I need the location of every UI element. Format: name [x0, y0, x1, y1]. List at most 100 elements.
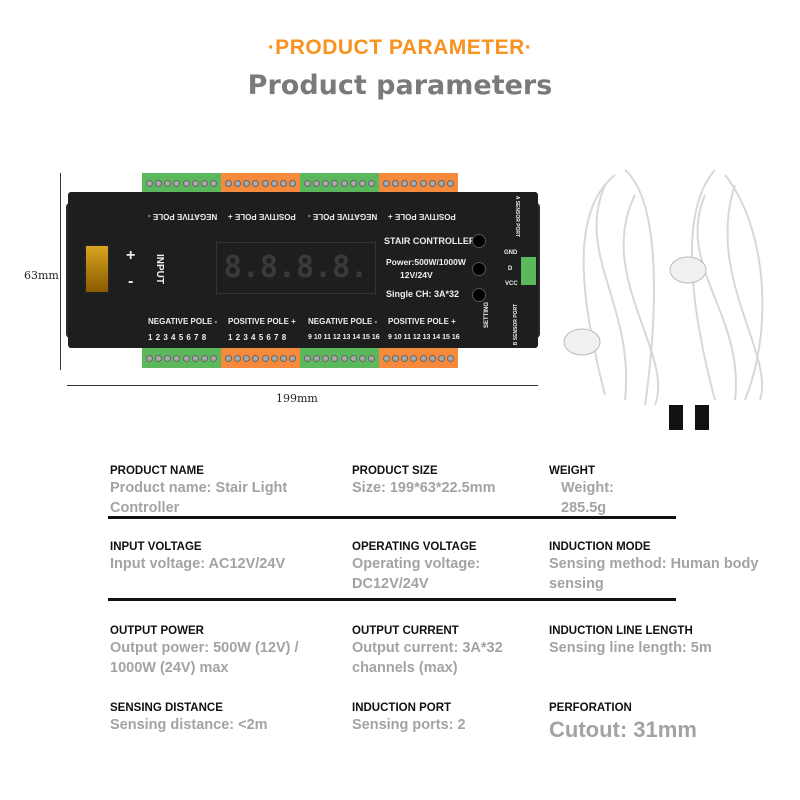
- spec-heading: OPERATING VOLTAGE: [352, 541, 477, 553]
- screw-terminal: [209, 354, 217, 362]
- spec-heading: WEIGHT: [549, 465, 595, 477]
- screw-terminal: [209, 179, 217, 187]
- spec-heading: INDUCTION LINE LENGTH: [549, 625, 693, 637]
- screw-terminal: [225, 179, 233, 187]
- vcc-label: VCC: [505, 281, 518, 287]
- bottom-terminal-strip: [142, 348, 458, 368]
- spec-item: PRODUCT SIZE Size: 199*63*22.5mm: [352, 464, 542, 498]
- button-2[interactable]: [472, 262, 486, 276]
- screw-terminal: [234, 354, 242, 362]
- terminal-block: [379, 173, 458, 193]
- screw-terminal: [383, 354, 391, 362]
- screw-terminal: [313, 354, 321, 362]
- terminal-block: [300, 173, 379, 193]
- screw-terminal: [146, 179, 154, 187]
- screw-terminal: [252, 354, 260, 362]
- screw-terminal: [313, 179, 321, 187]
- screw-terminal: [191, 354, 199, 362]
- spec-heading: PRODUCT SIZE: [352, 465, 438, 477]
- spec-value: Input voltage: AC12V/24V: [110, 556, 286, 572]
- top-terminal-strip: [142, 173, 458, 193]
- sensor-terminal: [521, 257, 536, 285]
- spec-heading: PERFORATION: [549, 702, 632, 714]
- screw-terminal: [410, 354, 418, 362]
- d-label: D: [508, 266, 513, 272]
- screw-terminal: [243, 354, 251, 362]
- spec-value: Operating voltage: DC12V/24V: [352, 556, 481, 592]
- voltage-label: 12V/24V: [400, 270, 433, 280]
- screw-terminal: [288, 354, 296, 362]
- terminal-block: [221, 348, 300, 368]
- screw-terminal: [446, 179, 454, 187]
- connector-1: [669, 405, 683, 430]
- bottom-negative-label: NEGATIVE POLE -: [148, 317, 218, 326]
- screw-terminal: [164, 179, 172, 187]
- screw-terminal: [367, 354, 375, 362]
- screw-terminal: [261, 179, 269, 187]
- button-3[interactable]: [472, 288, 486, 302]
- input-label: INPUT: [154, 254, 165, 284]
- screw-terminal: [331, 179, 339, 187]
- divider-2: [108, 598, 676, 601]
- section-title: ·PRODUCT PARAMETER·: [267, 36, 533, 59]
- controller-body: + - INPUT NEGATIVE POLE - POSITIVE POLE …: [68, 192, 538, 348]
- screw-terminal: [383, 179, 391, 187]
- screw-terminal: [155, 179, 163, 187]
- bottom-numbers-3: 9 10 11 12 13 14 15 16: [308, 334, 380, 341]
- display-digits: 8.8.8.8.: [223, 250, 369, 285]
- screw-terminal: [200, 354, 208, 362]
- bottom-positive-label: POSITIVE POLE +: [228, 317, 296, 326]
- button-1[interactable]: [472, 234, 486, 248]
- top-negative-label: NEGATIVE POLE -: [148, 212, 218, 221]
- spec-value: Size: 199*63*22.5mm: [352, 480, 496, 496]
- screw-terminal: [252, 179, 260, 187]
- screw-terminal: [349, 354, 357, 362]
- screw-terminal: [401, 179, 409, 187]
- screw-terminal: [428, 179, 436, 187]
- screw-terminal: [401, 354, 409, 362]
- terminal-block: [221, 173, 300, 193]
- screw-terminal: [446, 354, 454, 362]
- height-label: 63mm: [24, 269, 59, 282]
- terminal-block: [142, 173, 221, 193]
- spec-heading: INDUCTION PORT: [352, 702, 452, 714]
- screw-terminal: [270, 179, 278, 187]
- screw-terminal: [410, 179, 418, 187]
- screw-terminal: [358, 354, 366, 362]
- screw-terminal: [322, 179, 330, 187]
- screw-terminal: [164, 354, 172, 362]
- plus-label: +: [126, 247, 136, 264]
- power-label: Power:500W/1000W: [386, 257, 466, 267]
- screw-terminal: [428, 354, 436, 362]
- width-label: 199mm: [276, 392, 318, 405]
- screw-terminal: [243, 179, 251, 187]
- spec-value: Product name: Stair Light Controller: [110, 480, 288, 516]
- spec-value: Output power: 500W (12V) / 1000W (24V) m…: [110, 640, 299, 676]
- spec-item: OPERATING VOLTAGE Operating voltage: DC12…: [352, 540, 542, 594]
- screw-terminal: [279, 354, 287, 362]
- setting-label: SETTING: [484, 301, 491, 329]
- bottom-numbers-2: 1 2 3 4 5 6 7 8: [228, 333, 287, 342]
- screw-terminal: [349, 179, 357, 187]
- screw-terminal: [367, 179, 375, 187]
- terminal-block: [379, 348, 458, 368]
- screw-terminal: [182, 179, 190, 187]
- screw-terminal: [437, 354, 445, 362]
- screw-terminal: [191, 179, 199, 187]
- screw-terminal: [419, 179, 427, 187]
- led-display: 8.8.8.8.: [216, 242, 376, 294]
- screw-terminal: [419, 354, 427, 362]
- screw-terminal: [340, 179, 348, 187]
- screw-terminal: [304, 354, 312, 362]
- screw-terminal: [200, 179, 208, 187]
- section-subtitle: Product parameters: [247, 70, 553, 101]
- screw-terminal: [358, 179, 366, 187]
- spec-heading: SENSING DISTANCE: [110, 702, 223, 714]
- sensor-head-2: [669, 256, 707, 284]
